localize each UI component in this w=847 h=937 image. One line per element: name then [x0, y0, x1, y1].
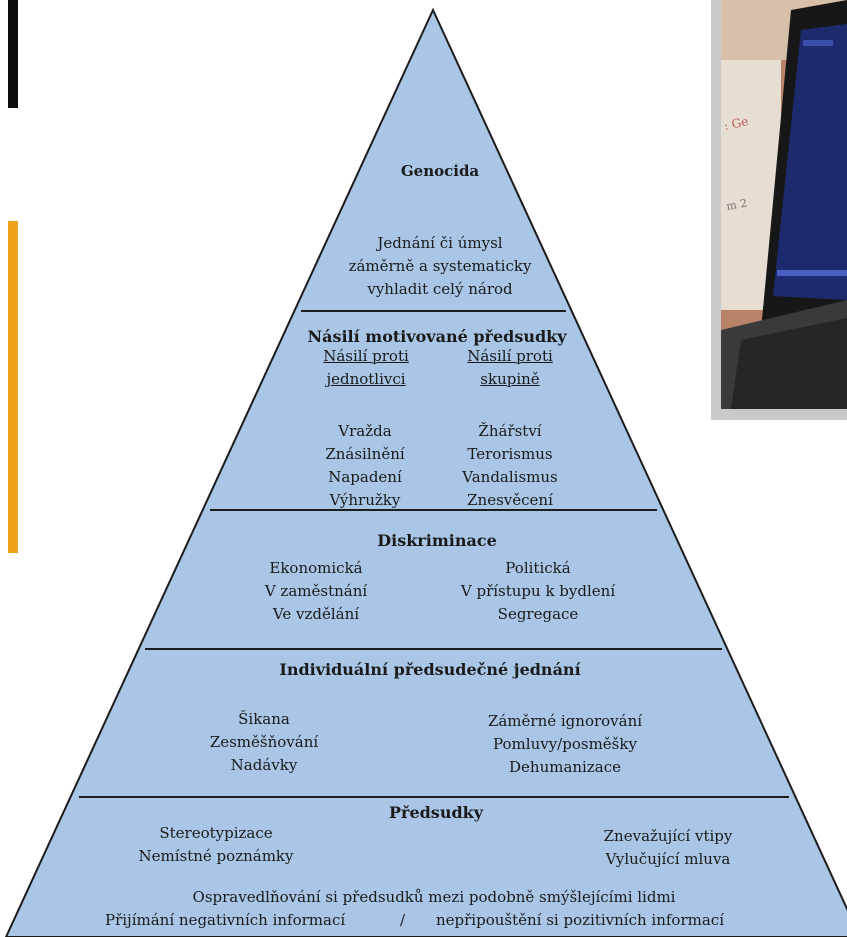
genocida-title: Genocida — [400, 162, 480, 180]
predsudky-bottom-line-1: Ospravedlňování si předsudků mezi podobn… — [192, 888, 676, 906]
black-accent-bar — [8, 0, 18, 108]
list-item: V přístupu k bydlení — [460, 582, 616, 600]
individualni-title: Individuální předsudečné jednání — [279, 660, 581, 679]
laptop-photo: : Ge m 2 — [721, 0, 847, 409]
diskriminace-right-list: Politická V přístupu k bydlení Segregace — [461, 557, 615, 626]
list-item: Žhářství — [478, 422, 542, 440]
nasili-right-header-line: Násilí proti — [467, 347, 553, 365]
list-item: Nemístné poznámky — [138, 847, 294, 865]
predsudky-left-list: Stereotypizace Nemístné poznámky — [139, 822, 294, 868]
genocida-line: záměrně a systematicky — [348, 257, 532, 275]
svg-text:m 2: m 2 — [725, 197, 748, 213]
list-item: Napadení — [328, 468, 402, 486]
nasili-title: Násilí motivované předsudky — [307, 327, 567, 346]
genocida-description: Jednání či úmysl záměrně a systematicky … — [349, 232, 532, 301]
list-item: Ekonomická — [269, 559, 363, 577]
predsudky-bottom-line-2-left: Přijímání negativních informací — [105, 911, 346, 929]
list-item: Záměrné ignorování — [487, 712, 643, 730]
predsudky-right-list: Znevažující vtipy Vylučující mluva — [604, 825, 733, 871]
list-item: V zaměstnání — [264, 582, 368, 600]
list-item: Vandalismus — [462, 468, 558, 486]
list-item: Znásilnění — [325, 445, 405, 463]
list-item: Ve vzdělání — [272, 605, 360, 623]
individualni-left-list: Šikana Zesměšňování Nadávky — [210, 708, 318, 777]
individualni-right-list: Záměrné ignorování Pomluvy/posměšky Dehu… — [488, 710, 642, 779]
list-item: Terorismus — [467, 445, 553, 463]
svg-text:: Ge: : Ge — [723, 114, 750, 133]
nasili-left-list: Vražda Znásilnění Napadení Výhružky — [325, 420, 404, 512]
list-item: Politická — [505, 559, 571, 577]
list-item: Stereotypizace — [159, 824, 273, 842]
list-item: Výhružky — [329, 491, 401, 509]
list-item: Znesvěcení — [467, 491, 553, 509]
list-item: Dehumanizace — [509, 758, 621, 776]
nasili-right-header: Násilí proti skupině — [467, 345, 553, 391]
genocida-line: Jednání či úmysl — [377, 234, 503, 252]
list-item: Nadávky — [230, 756, 298, 774]
genocida-line: vyhladit celý národ — [367, 280, 513, 298]
nasili-left-header-line: jednotlivci — [326, 370, 406, 388]
list-item: Šikana — [238, 710, 290, 728]
list-item: Znevažující vtipy — [603, 827, 733, 845]
diskriminace-left-list: Ekonomická V zaměstnání Ve vzdělání — [265, 557, 367, 626]
list-item: Pomluvy/posměšky — [493, 735, 637, 753]
predsudky-bottom-line-2-separator: / — [400, 911, 406, 929]
list-item: Vylučující mluva — [605, 850, 731, 868]
list-item: Vražda — [338, 422, 392, 440]
diskriminace-title: Diskriminace — [377, 531, 497, 550]
nasili-left-header: Násilí proti jednotlivci — [323, 345, 409, 391]
nasili-right-list: Žhářství Terorismus Vandalismus Znesvěce… — [462, 420, 557, 512]
list-item: Segregace — [497, 605, 579, 623]
list-item: Zesměšňování — [209, 733, 319, 751]
predsudky-bottom-line-2-right: nepřipouštění si pozitivních informací — [436, 911, 724, 929]
orange-accent-bar — [8, 221, 18, 553]
nasili-right-header-line: skupině — [480, 370, 540, 388]
predsudky-title: Předsudky — [388, 803, 484, 822]
nasili-left-header-line: Násilí proti — [323, 347, 409, 365]
